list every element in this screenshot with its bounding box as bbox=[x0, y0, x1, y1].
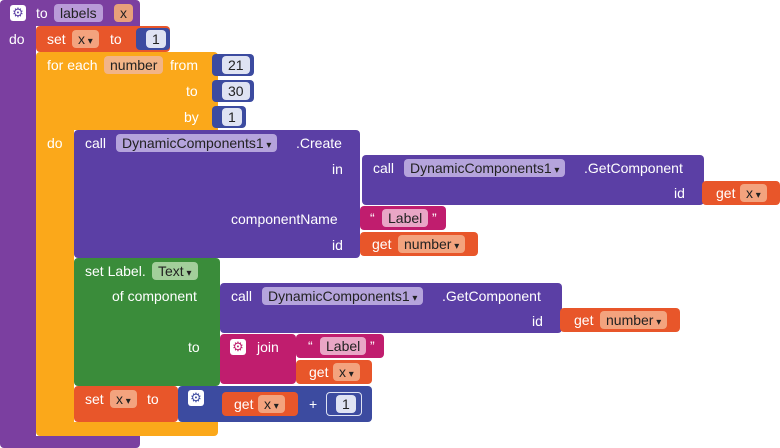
get-number-1-dropdown[interactable]: number bbox=[398, 235, 466, 253]
addition-operator: + bbox=[309, 396, 318, 412]
set-label-of-component-keyword: of component bbox=[112, 288, 197, 304]
get-x-1-dropdown[interactable]: x bbox=[740, 184, 767, 202]
for-each-to-field[interactable]: 30 bbox=[222, 82, 250, 100]
procedure-to-keyword: to bbox=[36, 5, 48, 21]
set-keyword: set bbox=[47, 31, 66, 47]
create-componentname-keyword: componentName bbox=[231, 211, 338, 227]
set-to-keyword: to bbox=[110, 31, 122, 47]
set-x-var-dropdown[interactable]: x bbox=[72, 30, 99, 48]
open-quote-2: “ bbox=[308, 338, 313, 354]
get-component-2-id-keyword: id bbox=[532, 313, 543, 329]
get-number-2-dropdown[interactable]: number bbox=[600, 311, 668, 329]
addition-get-x-dropdown[interactable]: x bbox=[258, 395, 285, 413]
for-each-to-keyword: to bbox=[186, 83, 198, 99]
get-component-1-id-keyword: id bbox=[674, 185, 685, 201]
join-get-x-dropdown[interactable]: x bbox=[333, 363, 360, 381]
close-quote-1: ” bbox=[432, 210, 437, 226]
for-each-from-keyword: from bbox=[170, 57, 198, 73]
create-call-keyword: call bbox=[85, 135, 107, 151]
open-quote-1: “ bbox=[370, 210, 375, 226]
get-number-1-keyword: get bbox=[372, 236, 392, 252]
procedure-body-rail bbox=[0, 26, 36, 438]
for-each-rail bbox=[36, 130, 74, 426]
text-string-1-field[interactable]: Label bbox=[382, 209, 429, 227]
for-each-do-keyword: do bbox=[47, 135, 63, 151]
set-label-prop-dropdown[interactable]: Text bbox=[152, 262, 198, 280]
create-component-dropdown[interactable]: DynamicComponents1 bbox=[116, 134, 278, 152]
get-component-2-dropdown[interactable]: DynamicComponents1 bbox=[262, 287, 424, 305]
addition-gear-icon[interactable]: ⚙ bbox=[188, 390, 204, 406]
create-method-label: .Create bbox=[296, 135, 342, 151]
close-quote-2: ” bbox=[370, 338, 375, 354]
set-label-keyword: set Label. bbox=[85, 263, 146, 279]
create-id-keyword: id bbox=[332, 237, 343, 253]
get-component-1-call-keyword: call bbox=[373, 160, 395, 176]
set-x-increment-var-dropdown[interactable]: x bbox=[110, 390, 137, 408]
join-get-keyword: get bbox=[309, 364, 329, 380]
procedure-name-field[interactable]: labels bbox=[54, 4, 103, 22]
set-x-increment-to-keyword: to bbox=[147, 391, 159, 407]
procedure-param-field[interactable]: x bbox=[114, 4, 133, 22]
for-each-by-field[interactable]: 1 bbox=[222, 108, 242, 126]
get-component-2-method: .GetComponent bbox=[442, 288, 541, 304]
for-each-from-field[interactable]: 21 bbox=[222, 56, 250, 74]
join-text-field[interactable]: Label bbox=[320, 337, 367, 355]
get-component-2-call-keyword: call bbox=[231, 288, 253, 304]
procedure-do-keyword: do bbox=[9, 31, 25, 47]
set-label-to-keyword: to bbox=[188, 339, 200, 355]
set-x-value-field[interactable]: 1 bbox=[146, 30, 166, 48]
addition-get-keyword: get bbox=[234, 396, 254, 412]
get-component-1-dropdown[interactable]: DynamicComponents1 bbox=[404, 159, 566, 177]
for-each-footer bbox=[36, 422, 218, 436]
for-each-var-field[interactable]: number bbox=[104, 56, 164, 74]
get-number-2-keyword: get bbox=[574, 312, 594, 328]
create-in-keyword: in bbox=[332, 161, 343, 177]
addition-number-field[interactable]: 1 bbox=[336, 395, 356, 413]
set-x-increment-set-keyword: set bbox=[85, 391, 104, 407]
gear-icon[interactable]: ⚙ bbox=[10, 5, 26, 21]
join-gear-icon[interactable]: ⚙ bbox=[230, 339, 246, 355]
get-x-1-keyword: get bbox=[716, 185, 736, 201]
procedure-footer bbox=[0, 436, 140, 448]
get-component-1-method: .GetComponent bbox=[584, 160, 683, 176]
for-each-keyword: for each bbox=[47, 57, 98, 73]
for-each-by-keyword: by bbox=[184, 109, 199, 125]
join-keyword: join bbox=[257, 339, 279, 355]
